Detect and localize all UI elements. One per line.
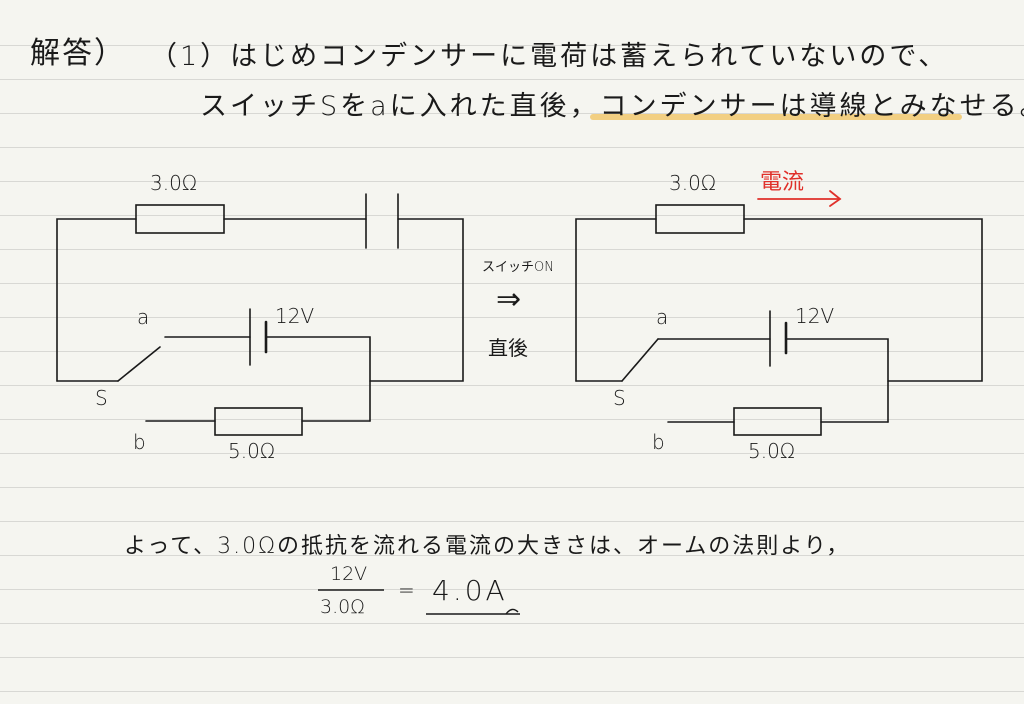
result-underline: [426, 608, 520, 615]
immediately-after-label: 直後: [488, 336, 528, 360]
right-terminal-a: a: [656, 305, 669, 329]
highlight-underline: [590, 114, 962, 120]
right-circuit-wires: [575, 218, 983, 423]
answer-label: 解答）: [30, 36, 126, 71]
fraction-numerator: 12V: [330, 563, 368, 585]
equals-sign: =: [398, 578, 415, 602]
transition-arrow: ⇒: [496, 282, 522, 317]
current-label: 電流: [760, 170, 805, 195]
right-terminal-b: b: [652, 430, 665, 454]
left-resistor-top-label: 3.0Ω: [150, 171, 198, 195]
switch-on-label: スイッチON: [482, 260, 554, 275]
right-switch-lever-closed: [621, 338, 659, 382]
result-value: 4.0A: [432, 574, 508, 607]
left-switch-lever: [117, 346, 161, 382]
current-arrow: [757, 190, 842, 207]
right-resistor-bottom-label: 5.0Ω: [748, 439, 796, 463]
right-resistor-3ohm: [655, 204, 745, 234]
left-resistor-5ohm: [214, 407, 303, 436]
explanation-line-1: （1）はじめコンデンサーに電荷は蓄えられていないので、: [150, 41, 949, 72]
fraction-denominator: 3.0Ω: [320, 596, 365, 618]
left-terminal-a: a: [137, 305, 150, 329]
left-resistor-bottom-label: 5.0Ω: [228, 439, 276, 463]
left-terminal-b: b: [133, 430, 146, 454]
right-resistor-5ohm: [733, 407, 822, 436]
right-switch-label: S: [613, 386, 626, 410]
explanation-line-2: スイッチSをaに入れた直後，コンデンサーは導線とみなせる。: [200, 91, 1024, 122]
left-circuit-wires: [56, 218, 464, 422]
right-battery-label: 12V: [795, 304, 835, 328]
left-resistor-3ohm: [135, 204, 225, 234]
left-battery-label: 12V: [275, 304, 315, 328]
left-switch-label: S: [95, 386, 108, 410]
right-resistor-top-label: 3.0Ω: [669, 171, 717, 195]
conclusion-text: よって、3.0Ωの抵抗を流れる電流の大きさは、オームの法則より，: [124, 534, 851, 559]
